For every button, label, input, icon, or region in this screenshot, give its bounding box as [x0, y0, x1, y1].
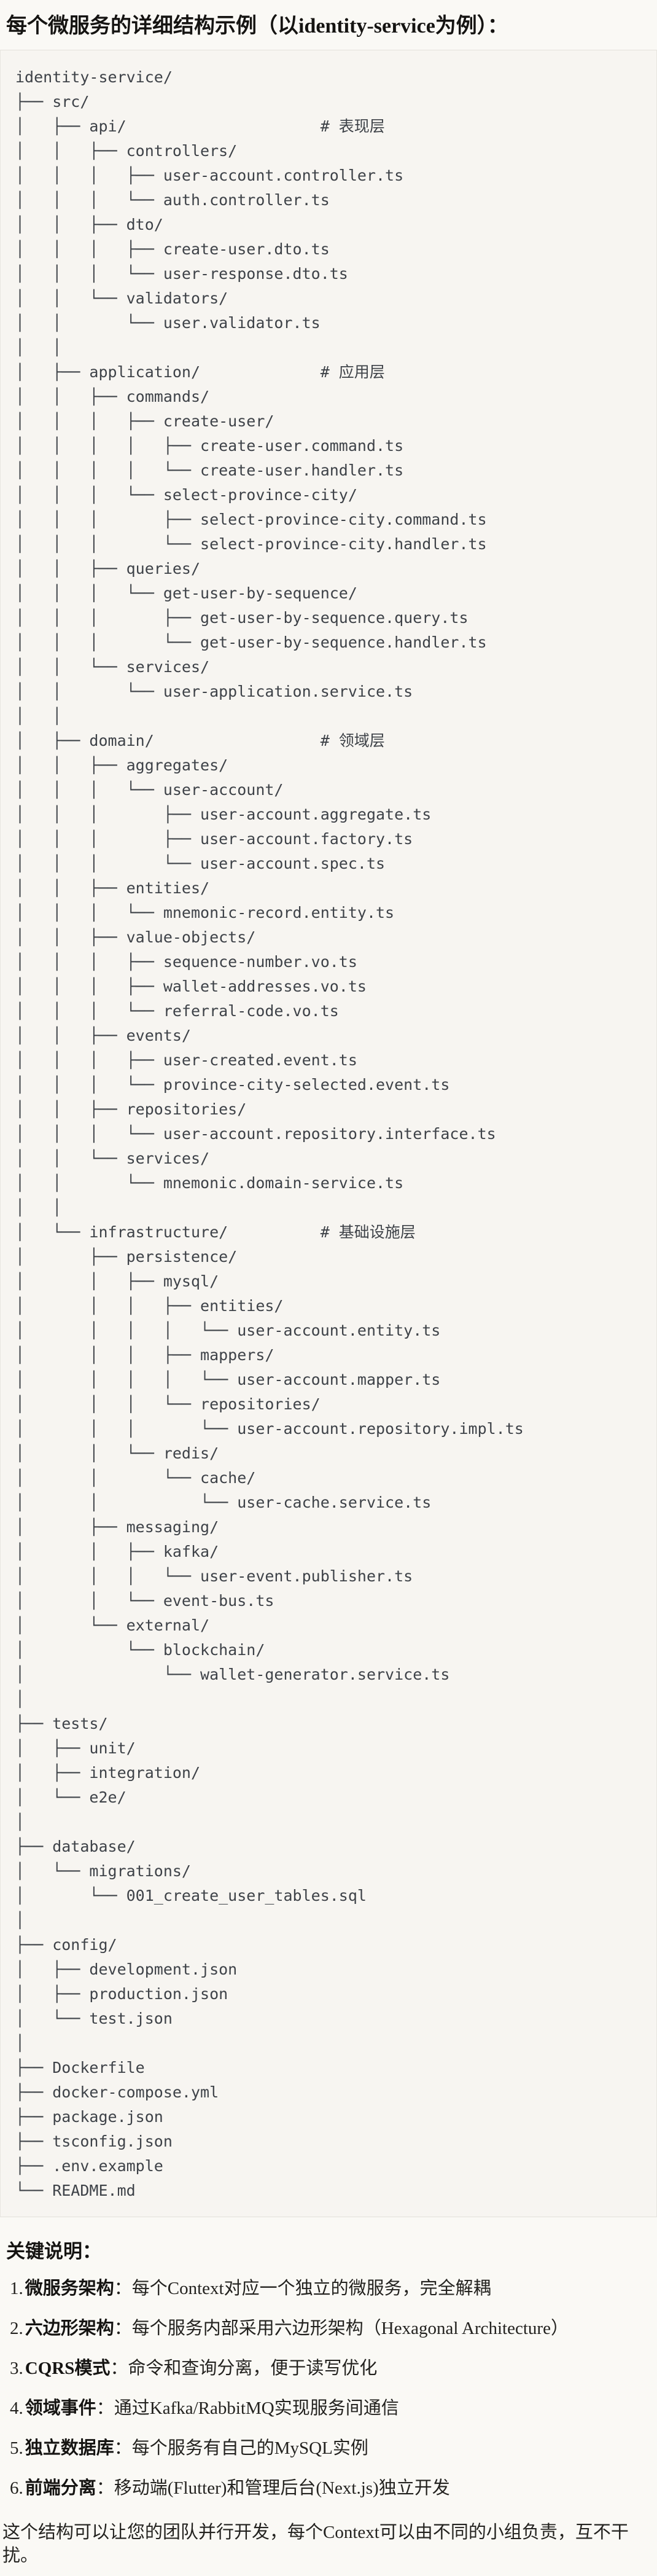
page-title: 每个微服务的详细结构示例（以identity-service为例）：	[6, 15, 508, 37]
note-item: 3.CQRS模式：命令和查询分离，便于读写优化	[10, 2357, 648, 2380]
key-notes-heading: 关键说明：	[6, 2240, 101, 2262]
note-label: 领域事件	[25, 2398, 96, 2418]
note-text: ：移动端(Flutter)和管理后台(Next.js)独立开发	[96, 2478, 450, 2498]
note-label: CQRS模式	[25, 2358, 111, 2378]
note-text: ：通过Kafka/RabbitMQ实现服务间通信	[96, 2398, 399, 2418]
note-label: 微服务架构	[25, 2278, 114, 2298]
note-text: ：每个Context对应一个独立的微服务，完全解耦	[114, 2278, 491, 2298]
note-label: 独立数据库	[25, 2438, 114, 2458]
note-item: 2.六边形架构：每个服务内部采用六边形架构（Hexagonal Architec…	[10, 2317, 648, 2340]
key-notes-section: 关键说明： 1.微服务架构：每个Context对应一个独立的微服务，完全解耦 2.…	[0, 2236, 657, 2576]
note-number: 1.	[10, 2278, 23, 2298]
note-number: 2.	[10, 2318, 23, 2338]
note-item: 4.领域事件：通过Kafka/RabbitMQ实现服务间通信	[10, 2397, 648, 2420]
note-text: ：每个服务内部采用六边形架构（Hexagonal Architecture）	[114, 2318, 569, 2338]
directory-tree-code-block: identity-service/ ├── src/ │ ├── api/ # …	[0, 49, 657, 2217]
note-label: 前端分离	[25, 2478, 96, 2498]
note-item: 5.独立数据库：每个服务有自己的MySQL实例	[10, 2437, 648, 2460]
note-number: 5.	[10, 2438, 23, 2458]
closing-paragraph: 这个结构可以让您的团队并行开发，每个Context可以由不同的小组负责，互不干扰…	[2, 2522, 629, 2566]
note-number: 3.	[10, 2358, 23, 2378]
note-item: 6.前端分离：移动端(Flutter)和管理后台(Next.js)独立开发	[10, 2476, 648, 2500]
note-label: 六边形架构	[25, 2318, 114, 2338]
note-item: 1.微服务架构：每个Context对应一个独立的微服务，完全解耦	[10, 2277, 648, 2300]
note-number: 4.	[10, 2398, 23, 2418]
note-number: 6.	[10, 2478, 23, 2498]
note-text: ：每个服务有自己的MySQL实例	[114, 2438, 368, 2458]
note-text: ：命令和查询分离，便于读写优化	[110, 2358, 378, 2378]
